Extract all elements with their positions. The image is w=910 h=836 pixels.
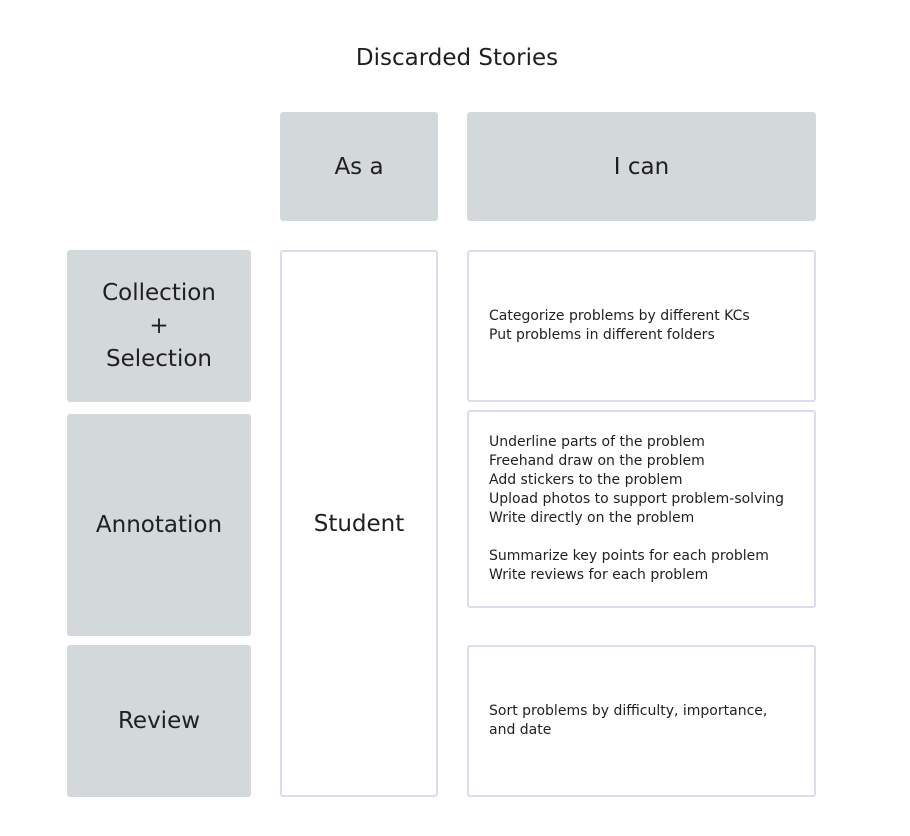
column-header-i-can: I can	[467, 112, 816, 221]
action-item: Write reviews for each problem	[489, 567, 709, 583]
action-item-spacer	[489, 528, 794, 547]
row-header-collection-selection: Collection + Selection	[67, 250, 251, 402]
row-header-annotation: Annotation	[67, 414, 251, 636]
action-item: Write directly on the problem	[489, 510, 695, 526]
column-header-as-a: As a	[280, 112, 438, 221]
action-item: Sort problems by difficulty, importance,…	[489, 703, 768, 738]
action-item: Underline parts of the problem	[489, 434, 705, 450]
action-item: Categorize problems by different KCs	[489, 308, 750, 324]
action-item: Upload photos to support problem-solving	[489, 491, 784, 507]
action-item: Freehand draw on the problem	[489, 453, 705, 469]
row-header-review: Review	[67, 645, 251, 797]
action-cell-annotation: Underline parts of the problem Freehand …	[467, 410, 816, 608]
action-cell-collection-selection: Categorize problems by different KCs Put…	[467, 250, 816, 402]
diagram-title: Discarded Stories	[355, 45, 559, 71]
action-item: Put problems in different folders	[489, 327, 715, 343]
action-item: Summarize key points for each problem	[489, 548, 769, 564]
action-item: Add stickers to the problem	[489, 472, 683, 488]
role-cell-student: Student	[280, 250, 438, 797]
action-cell-review: Sort problems by difficulty, importance,…	[467, 645, 816, 797]
